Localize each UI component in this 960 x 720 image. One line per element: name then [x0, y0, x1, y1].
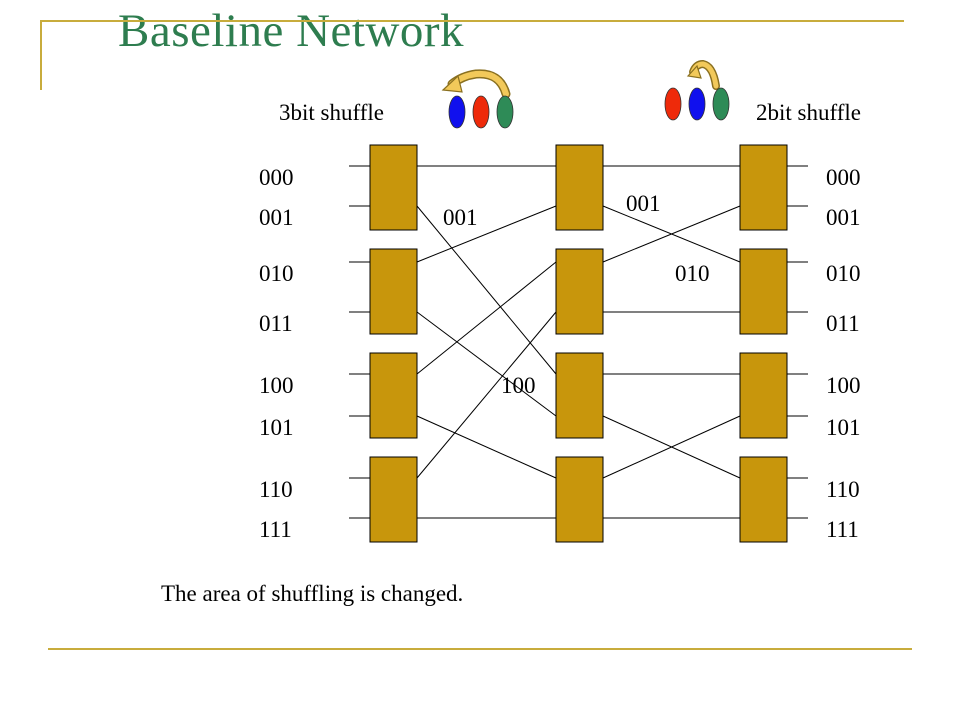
green-ball-icon — [496, 95, 514, 129]
trace-label: 001 — [443, 205, 478, 230]
right-address-label: 110 — [826, 477, 860, 502]
switch-box — [555, 352, 604, 439]
left-address-label: 111 — [259, 517, 292, 542]
left-address-label: 011 — [259, 311, 293, 336]
right-address-label: 001 — [826, 205, 861, 230]
left-address-label: 001 — [259, 205, 294, 230]
switch-box — [739, 144, 788, 231]
switch-box — [369, 248, 418, 335]
switch-box — [739, 248, 788, 335]
switch-box — [369, 352, 418, 439]
switch-box — [739, 456, 788, 543]
left-address-label: 100 — [259, 373, 294, 398]
switch-box — [369, 144, 418, 231]
red-ball-icon — [664, 87, 682, 121]
right-address-label: 100 — [826, 373, 861, 398]
switch-stage-2 — [555, 144, 604, 543]
bottom-rule — [48, 648, 912, 650]
switch-box — [555, 144, 604, 231]
switch-box — [555, 456, 604, 543]
top-rule — [40, 20, 904, 22]
blue-ball-icon — [448, 95, 466, 129]
left-address-label: 010 — [259, 261, 294, 286]
switch-box — [369, 456, 418, 543]
left-rule — [40, 20, 42, 90]
three-bit-shuffle-label: 3bit shuffle — [279, 100, 384, 125]
page-title: Baseline Network — [118, 5, 465, 57]
right-address-label: 010 — [826, 261, 861, 286]
right-address-label: 101 — [826, 415, 861, 440]
trace-label: 010 — [675, 261, 710, 286]
connection-wires — [349, 165, 808, 519]
trace-label: 001 — [626, 191, 661, 216]
left-address-label: 000 — [259, 165, 294, 190]
three-bit-rotate-icon — [441, 69, 514, 129]
right-address-label: 011 — [826, 311, 860, 336]
switch-stage-1 — [369, 144, 418, 543]
blue-ball-icon — [688, 87, 706, 121]
switch-box — [739, 352, 788, 439]
trace-label: 100 — [501, 373, 536, 398]
two-bit-rotate-icon — [664, 59, 730, 121]
two-bit-shuffle-label: 2bit shuffle — [756, 100, 861, 125]
right-address-label: 111 — [826, 517, 859, 542]
left-address-label: 101 — [259, 415, 294, 440]
switch-stage-3 — [739, 144, 788, 543]
switch-box — [555, 248, 604, 335]
right-address-label: 000 — [826, 165, 861, 190]
red-ball-icon — [472, 95, 490, 129]
left-address-label: 110 — [259, 477, 293, 502]
green-ball-icon — [712, 87, 730, 121]
caption: The area of shuffling is changed. — [161, 581, 464, 606]
